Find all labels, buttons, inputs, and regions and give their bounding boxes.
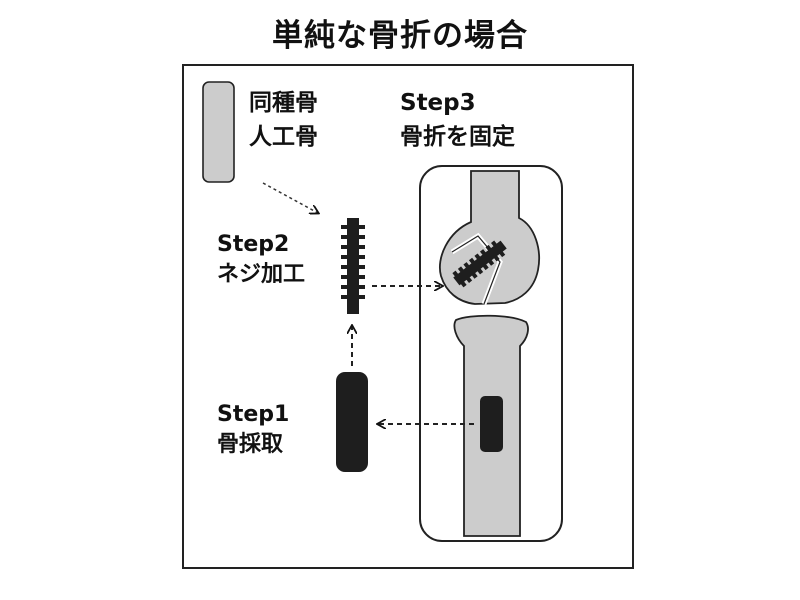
step2-label: Step2 ネジ加工 — [217, 230, 305, 290]
fixation-screw — [452, 240, 507, 288]
step3-label: Step3 骨折を固定 — [400, 86, 515, 154]
step3-text: 骨折を固定 — [400, 124, 515, 150]
diagram-panel — [182, 64, 634, 569]
legend-line-1: 同種骨 — [249, 90, 318, 116]
legend-line-2: 人工骨 — [249, 124, 318, 150]
threaded-screw — [341, 218, 365, 314]
harvest-site — [480, 396, 503, 452]
step1-heading: Step1 — [217, 402, 290, 427]
step2-heading: Step2 — [217, 232, 290, 257]
step1-text: 骨採取 — [217, 432, 284, 457]
step3-heading: Step3 — [400, 90, 476, 116]
harvested-bone-block — [336, 372, 368, 472]
material-to-screw-arrow — [262, 182, 318, 213]
step1-label: Step1 骨採取 — [217, 400, 289, 460]
legend-label: 同種骨 人工骨 — [249, 86, 318, 154]
step2-text: ネジ加工 — [217, 262, 306, 287]
diagram-title: 単純な骨折の場合 — [272, 18, 528, 54]
material-swatch — [202, 81, 235, 183]
